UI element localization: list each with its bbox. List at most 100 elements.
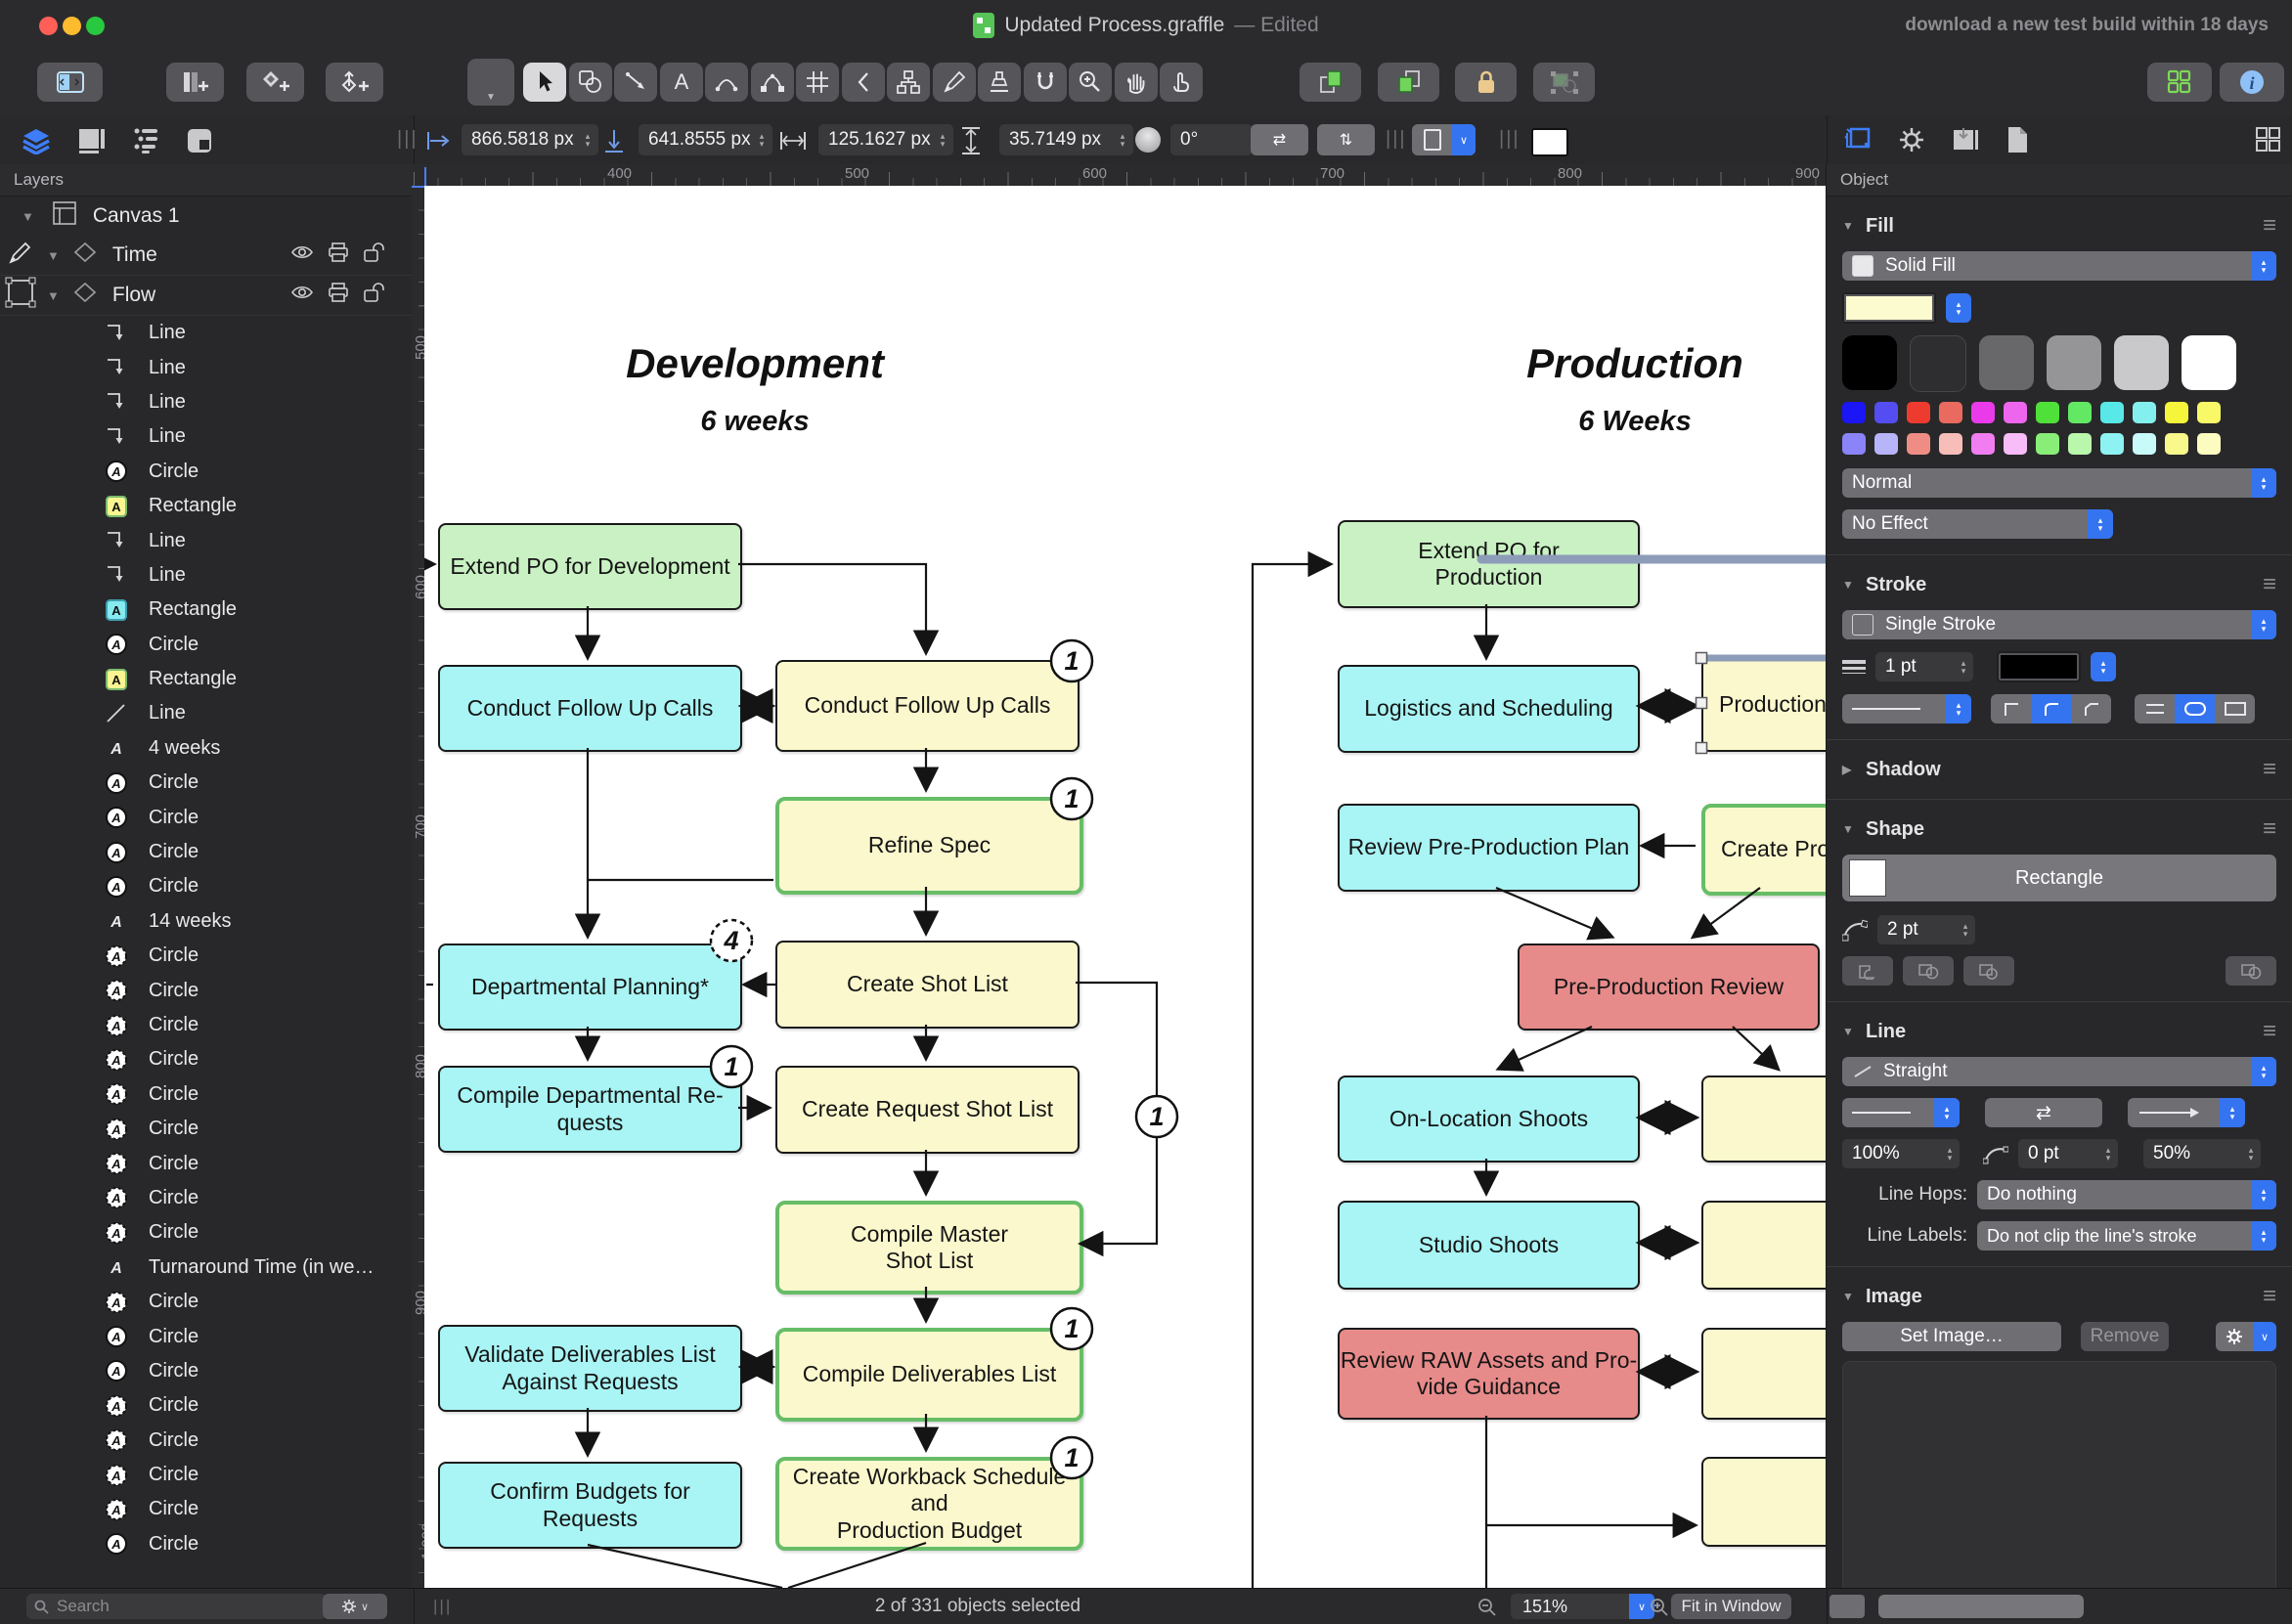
connector-line[interactable] bbox=[738, 564, 926, 652]
section-menu-icon[interactable]: ≡ bbox=[2263, 212, 2276, 240]
selection-tool-button[interactable] bbox=[523, 63, 566, 102]
line-labels-dropdown[interactable]: Do not clip the line's stroke▴▾ bbox=[1977, 1221, 2276, 1251]
sidebar-toggle-button[interactable] bbox=[37, 63, 103, 102]
stroke-color-well[interactable] bbox=[1997, 651, 2081, 682]
zoom-level-field[interactable]: 151%∨ bbox=[1511, 1594, 1654, 1619]
inspector-grid-tab[interactable] bbox=[2254, 125, 2283, 159]
width-field[interactable]: 125.1627 px▴▾ bbox=[818, 124, 953, 155]
layer-object-row[interactable]: Line bbox=[0, 696, 414, 730]
square-corner-option[interactable] bbox=[1991, 694, 2031, 724]
flowchart-node[interactable]: Stud bbox=[1701, 1201, 1827, 1290]
horizontal-scrollbar-thumb[interactable] bbox=[1878, 1595, 2084, 1618]
print-icon[interactable] bbox=[327, 241, 350, 269]
stepper[interactable]: ▴▾ bbox=[2251, 1057, 2276, 1086]
disclosure-triangle-icon[interactable]: ▼ bbox=[22, 209, 34, 224]
fit-in-window-button[interactable]: Fit in Window bbox=[1671, 1594, 1791, 1619]
layer-object-row[interactable]: ACircle bbox=[0, 835, 414, 869]
color-swatch[interactable] bbox=[1842, 402, 1866, 423]
color-swatch[interactable] bbox=[1842, 335, 1897, 390]
fill-effect-dropdown[interactable]: No Effect▴▾ bbox=[1842, 509, 2113, 539]
shape-intersect-button[interactable] bbox=[1903, 956, 1954, 986]
disclosure-triangle-icon[interactable]: ▼ bbox=[1842, 219, 1856, 233]
tree-tool-button[interactable] bbox=[887, 63, 930, 102]
section-menu-icon[interactable]: ≡ bbox=[2263, 1018, 2276, 1045]
layer-object-row[interactable]: ACircle bbox=[0, 869, 414, 903]
layer-object-row[interactable]: ACircle bbox=[0, 1181, 414, 1215]
group-button[interactable] bbox=[1533, 63, 1595, 102]
section-menu-icon[interactable]: ≡ bbox=[2263, 1283, 2276, 1310]
color-swatch[interactable] bbox=[1907, 433, 1930, 455]
color-swatch[interactable] bbox=[2197, 402, 2221, 423]
color-swatch[interactable] bbox=[1874, 402, 1898, 423]
shape-combine-button[interactable] bbox=[2226, 956, 2276, 986]
layer-object-row[interactable]: ACircle bbox=[0, 1458, 414, 1492]
zoom-out-icon[interactable] bbox=[1477, 1598, 1497, 1617]
brush-tool-button[interactable] bbox=[933, 63, 976, 102]
color-swatch[interactable] bbox=[1979, 335, 2034, 390]
stepper[interactable]: ▴▾ bbox=[2220, 1098, 2245, 1127]
shape-position-button[interactable]: ∨ bbox=[1412, 124, 1476, 155]
rounded-outline-option[interactable] bbox=[2175, 694, 2215, 724]
color-swatch[interactable] bbox=[2068, 402, 2092, 423]
flowchart-node[interactable]: Extend PO for Development bbox=[438, 523, 742, 610]
stepper[interactable]: ▴▾ bbox=[2251, 1180, 2276, 1209]
add-import-button[interactable] bbox=[326, 63, 383, 102]
connector-line[interactable] bbox=[588, 1545, 782, 1588]
stroke-width-field[interactable]: 1 pt▴▾ bbox=[1875, 652, 1973, 681]
line-hops-dropdown[interactable]: Do nothing▴▾ bbox=[1977, 1180, 2276, 1209]
color-swatch[interactable] bbox=[2114, 335, 2169, 390]
flowchart-node[interactable]: Studio Shoots bbox=[1338, 1201, 1640, 1290]
layer-object-row[interactable]: ACircle bbox=[0, 800, 414, 834]
layer-object-row[interactable]: ACircle bbox=[0, 455, 414, 489]
layer-object-row[interactable]: ACircle bbox=[0, 1492, 414, 1526]
color-swatch[interactable] bbox=[2004, 433, 2027, 455]
layer-object-row[interactable]: Line bbox=[0, 558, 414, 593]
flowchart-node[interactable]: Create Prod bbox=[1701, 804, 1827, 896]
text-tool-button[interactable]: A bbox=[660, 63, 703, 102]
layer-object-row[interactable]: ATurnaround Time (in we… bbox=[0, 1251, 414, 1285]
line-type-dropdown[interactable]: Straight▴▾ bbox=[1842, 1057, 2276, 1086]
layer-object-row[interactable]: Line bbox=[0, 316, 414, 350]
corner-style-segmented-control[interactable] bbox=[1991, 694, 2111, 724]
flowchart-node[interactable]: Organiz Order bbox=[1701, 1328, 1827, 1420]
stepper[interactable]: ▴▾ bbox=[1934, 1098, 1960, 1127]
disclosure-triangle-icon[interactable]: ▼ bbox=[1842, 578, 1856, 592]
layer-object-row[interactable]: ACircle bbox=[0, 628, 414, 662]
flowchart-node[interactable]: Logistics and Scheduling bbox=[1338, 665, 1640, 753]
shape-subtract-button[interactable] bbox=[1963, 956, 2014, 986]
layer-object-row[interactable]: ACircle bbox=[0, 1388, 414, 1423]
stepper[interactable]: ▴▾ bbox=[1956, 915, 1975, 944]
grid-view-button[interactable] bbox=[2147, 63, 2212, 102]
flip-vertical-button[interactable]: ⇅ bbox=[1317, 124, 1375, 155]
color-swatch[interactable] bbox=[1971, 433, 1995, 455]
section-menu-icon[interactable]: ≡ bbox=[2263, 815, 2276, 843]
color-swatch[interactable] bbox=[1907, 402, 1930, 423]
flowchart-node[interactable]: Compile Master Shot List bbox=[775, 1201, 1083, 1295]
color-swatch[interactable] bbox=[2047, 335, 2101, 390]
layers-tab[interactable] bbox=[21, 127, 52, 159]
canvas-inspector-tab[interactable] bbox=[1951, 125, 1980, 159]
line-start-dropdown[interactable]: ▴▾ bbox=[1842, 1098, 1960, 1127]
send-back-button[interactable] bbox=[1378, 63, 1439, 102]
layer-object-row[interactable]: A4 weeks bbox=[0, 731, 414, 766]
color-swatch[interactable] bbox=[2036, 402, 2059, 423]
flowchart-node[interactable]: Conduct Follow Up Calls bbox=[438, 665, 742, 752]
flowchart-node[interactable]: Review Pre-Production Plan bbox=[1338, 804, 1640, 892]
flowchart-node[interactable]: Extend PO for Production bbox=[1338, 520, 1640, 608]
color-swatch[interactable] bbox=[1939, 433, 1962, 455]
layer-object-row[interactable]: Line bbox=[0, 385, 414, 419]
pen-tool-button[interactable] bbox=[705, 63, 748, 102]
layer-row-flow[interactable]: ▼ Flow bbox=[0, 276, 414, 316]
y-position-field[interactable]: 641.8555 px▴▾ bbox=[639, 124, 772, 155]
search-options-button[interactable]: ∨ bbox=[323, 1594, 387, 1619]
image-preview-well[interactable] bbox=[1842, 1361, 2276, 1589]
shape-picker-button[interactable]: Rectangle bbox=[1842, 855, 2276, 901]
fill-color-well[interactable] bbox=[1842, 292, 1936, 324]
shape-tool-button[interactable] bbox=[569, 63, 612, 102]
layer-row-time[interactable]: ▼ Time bbox=[0, 236, 414, 276]
color-swatch[interactable] bbox=[2197, 433, 2221, 455]
stepper[interactable]: ▴▾ bbox=[2088, 509, 2113, 539]
search-input[interactable] bbox=[55, 1596, 319, 1617]
stepper[interactable]: ▴▾ bbox=[2241, 1139, 2261, 1168]
corner-radius-field[interactable]: 2 pt▴▾ bbox=[1877, 915, 1975, 944]
